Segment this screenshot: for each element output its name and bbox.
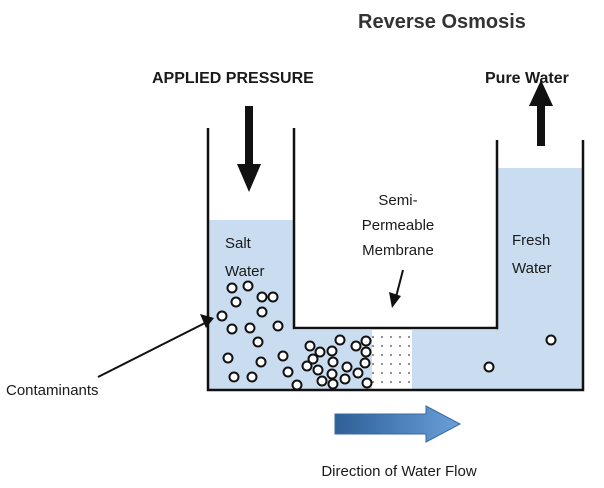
water-flow-direction-arrow-icon	[334, 405, 462, 443]
salt-water-label-line1: Salt	[225, 235, 252, 252]
pure-water-label: Pure Water	[485, 70, 569, 87]
contaminants-label: Contaminants	[6, 382, 99, 399]
membrane-pointer-arrow-icon	[389, 269, 404, 308]
applied-pressure-label: APPLIED PRESSURE	[152, 70, 314, 87]
contaminant-particles	[216, 280, 557, 391]
fresh-water-label-line1: Fresh	[512, 232, 550, 249]
diagram-title: Reverse Osmosis	[358, 11, 526, 33]
semi-permeable-membrane	[372, 330, 412, 390]
membrane-label-line2: Permeable	[362, 217, 435, 234]
membrane-label-line1: Semi-	[378, 192, 417, 209]
fresh-water-label-line2: Water	[512, 260, 551, 277]
container-outline	[206, 128, 585, 392]
applied-pressure-arrow-icon	[237, 106, 261, 192]
salt-water-label-line2: Water	[225, 263, 264, 280]
fresh-water-region	[412, 168, 583, 390]
pure-water-arrow-icon	[529, 80, 553, 146]
membrane-label-line3: Membrane	[362, 242, 434, 259]
contaminants-pointer-arrow-icon	[97, 314, 214, 378]
flow-direction-label: Direction of Water Flow	[321, 463, 476, 480]
